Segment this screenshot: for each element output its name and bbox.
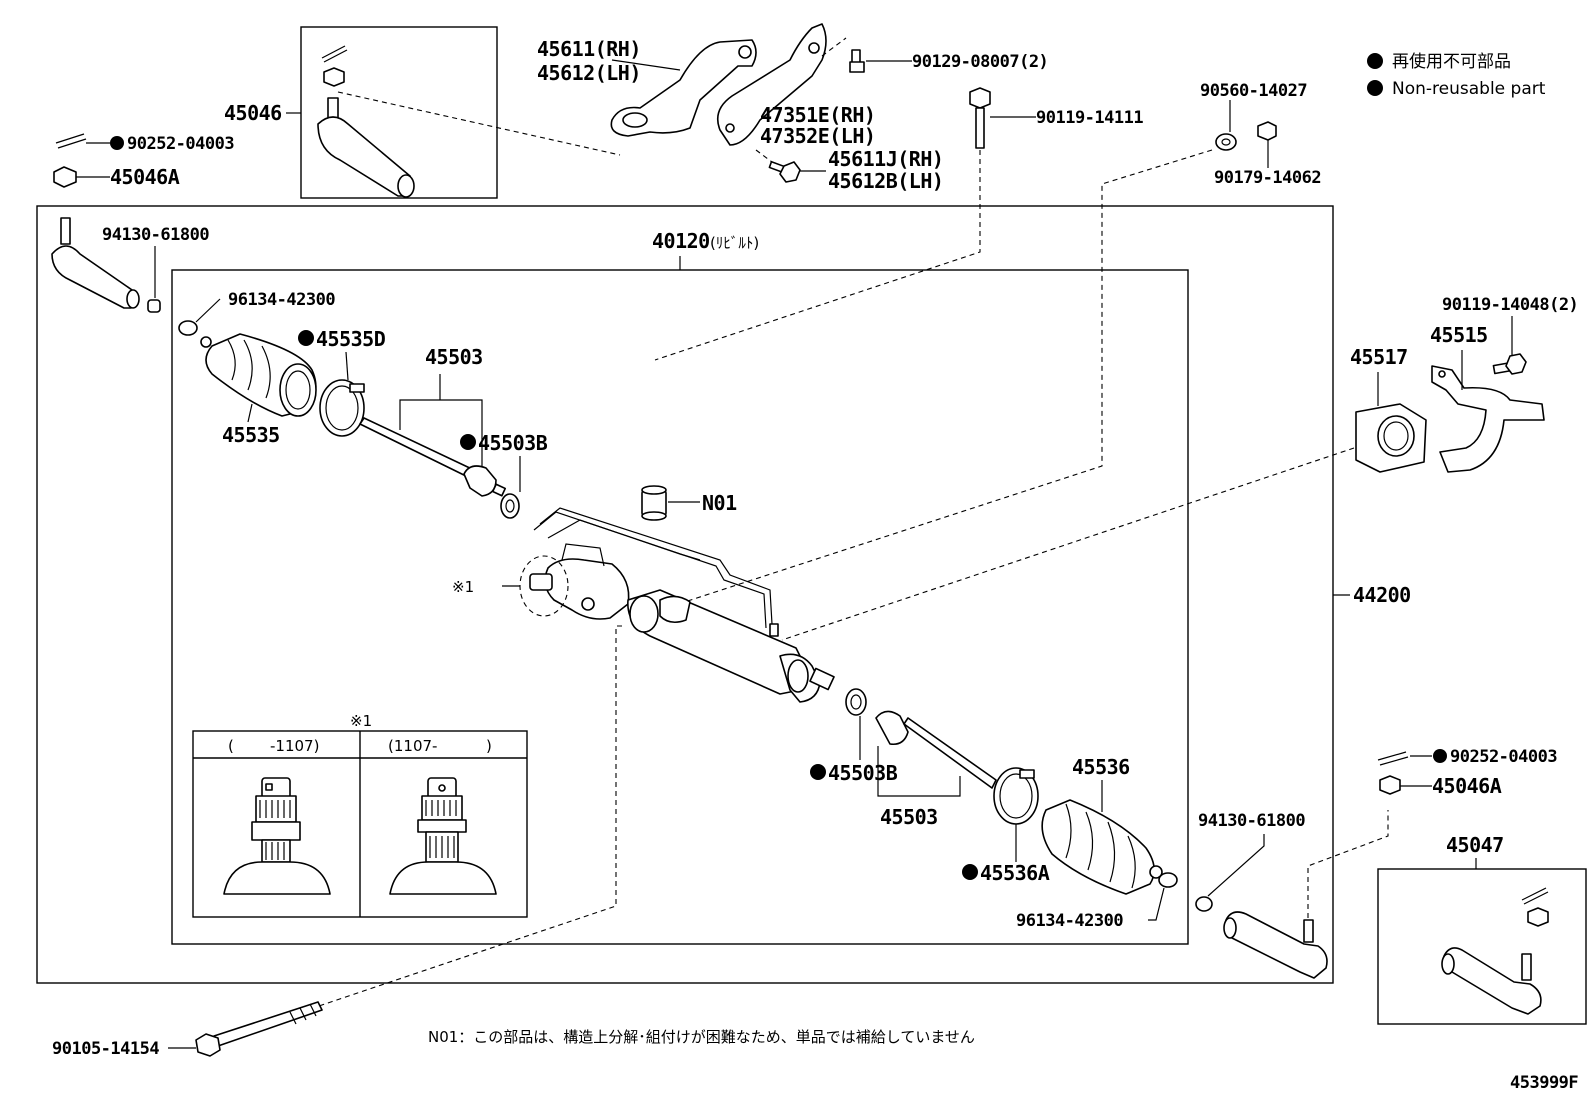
non-reusable-bullet-icon [962, 864, 978, 880]
clip-96134-bottom [1158, 872, 1178, 888]
rack-housing [529, 507, 835, 703]
tie-rod-end-45047-drawing [1441, 887, 1549, 1015]
bolt-90105 [195, 1001, 323, 1057]
label-45503-bottom: 45503 [880, 805, 938, 829]
label-90560: 90560-14027 [1200, 81, 1307, 101]
label-96134-top: 96134-42300 [228, 290, 335, 310]
label-90179: 90179-14062 [1214, 168, 1321, 188]
bolt-90119-14048 [1492, 353, 1527, 375]
label-90119-14111: 90119-14111 [1036, 108, 1143, 128]
label-45046: 45046 [224, 101, 282, 125]
label-40120: 40120 [652, 229, 710, 253]
bracket-47351E [716, 23, 827, 146]
inset-mark1: ※1 ( -1107) (1107- ) [192, 712, 528, 918]
clamp-45535D [319, 379, 365, 437]
bolt-45611J [768, 160, 801, 183]
inner-tie-rod-right [875, 710, 997, 789]
non-reusable-bullet-icon [460, 434, 476, 450]
washer-90560 [1215, 133, 1237, 151]
non-reusable-bullet-icon [1367, 53, 1383, 69]
non-reusable-bullet-icon [1433, 749, 1447, 763]
inset-fitting-new [389, 777, 497, 895]
cotter-pin-top-left [55, 133, 87, 149]
inset-col1-range: -1107) [270, 737, 319, 755]
castle-nut-bottom-right [1379, 775, 1401, 795]
label-90119-14048: 90119-14048(2) [1442, 295, 1578, 315]
label-90252-top: 90252-04003 [127, 134, 234, 154]
inset-col2-open: (1107- [388, 737, 437, 755]
footnote: N01：この部品は、構造上分解･組付けが困難なため、単品では補給していません [428, 1028, 975, 1046]
bolt-90119-14111 [969, 87, 991, 149]
label-94130-bottom: 94130-61800 [1198, 811, 1305, 831]
inner-tie-rod-left [359, 417, 507, 497]
boot-45536 [1041, 799, 1163, 895]
label-45536: 45536 [1072, 755, 1130, 779]
label-45536A: 45536A [980, 861, 1050, 885]
label-45612: 45612(LH) [537, 61, 641, 85]
figure-id: 453999F [1510, 1073, 1578, 1093]
non-reusable-bullet-icon [110, 136, 124, 150]
tie-rod-end-45046-drawing [317, 45, 415, 198]
castle-nut-top-left [53, 166, 77, 188]
label-45611J: 45611J(RH) [828, 147, 943, 171]
inset-col1-open: ( [228, 737, 234, 755]
label-45535: 45535 [222, 423, 280, 447]
nut-90179 [1257, 121, 1277, 141]
label-90129: 90129-08007(2) [912, 52, 1048, 72]
label-90252-bottom: 90252-04003 [1450, 747, 1557, 767]
label-45612B: 45612B(LH) [828, 169, 943, 193]
legend: 再使用不可部品 Non-reusable part [1367, 51, 1546, 99]
non-reusable-bullet-icon [298, 330, 314, 346]
inset-fitting-old [223, 777, 331, 895]
label-47351E: 47351E(RH) [760, 103, 875, 127]
label-45517: 45517 [1350, 345, 1408, 369]
non-reusable-bullet-icon [810, 764, 826, 780]
label-45503B-bottom: 45503B [828, 761, 898, 785]
non-reusable-bullet-icon [1367, 80, 1383, 96]
label-45047: 45047 [1446, 833, 1504, 857]
bracket-45515 [1431, 365, 1545, 473]
label-45046A-top: 45046A [110, 165, 180, 189]
label-47352E: 47352E(LH) [760, 124, 875, 148]
tie-rod-end-45047-box [1377, 868, 1587, 1025]
label-45611: 45611(RH) [537, 37, 641, 61]
lock-washer-45503B-top [500, 493, 520, 519]
label-94130-top: 94130-61800 [102, 225, 209, 245]
label-mark1: ※1 [452, 578, 474, 596]
label-96134-bottom: 96134-42300 [1016, 911, 1123, 931]
knuckle-arm-45611 [610, 39, 757, 137]
legend-ja: 再使用不可部品 [1392, 51, 1511, 72]
clamp-45536A [993, 767, 1039, 825]
label-90105: 90105-14154 [52, 1039, 159, 1059]
clip-96134-top [178, 320, 198, 336]
bolt-90129 [849, 49, 865, 73]
label-45515: 45515 [1430, 323, 1488, 347]
tie-rod-end-right [1223, 911, 1328, 979]
inset-title: ※1 [350, 712, 372, 730]
label-45535D: 45535D [316, 327, 386, 351]
label-45503-top: 45503 [425, 345, 483, 369]
label-45046A-bottom: 45046A [1432, 774, 1502, 798]
tie-rod-end-left [51, 217, 161, 313]
label-40120-rebuilt: (ﾘﾋﾞﾙﾄ) [710, 234, 759, 252]
bush-45517 [1355, 403, 1427, 473]
inset-col2-close: ) [486, 737, 492, 755]
boot-45535 [200, 333, 317, 417]
label-44200: 44200 [1353, 583, 1411, 607]
lock-washer-45503B-bottom [845, 688, 867, 716]
nut-94130-bottom [1195, 896, 1213, 912]
legend-en: Non-reusable part [1392, 79, 1546, 99]
label-45503B-top: 45503B [478, 431, 548, 455]
label-N01: N01 [702, 491, 737, 515]
cotter-pin-bottom-right [1377, 751, 1409, 766]
bushing-N01 [641, 485, 667, 521]
